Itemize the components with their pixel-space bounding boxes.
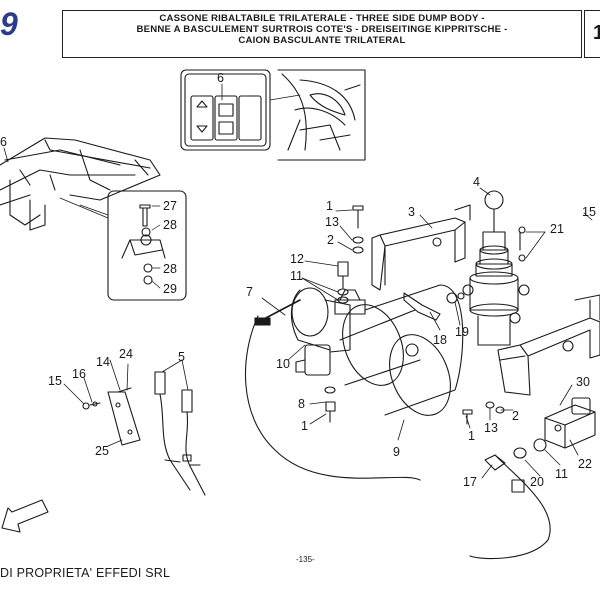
callout-5: 5 [178, 350, 185, 364]
cab-interior-inset [269, 69, 366, 161]
title-block: CASSONE RIBALTABILE TRILATERALE - THREE … [63, 11, 581, 46]
callout-14: 14 [96, 355, 110, 369]
callout-28-a: 28 [163, 218, 177, 232]
pump-tower [462, 190, 530, 346]
callout-30: 30 [576, 375, 590, 389]
callout-18: 18 [433, 333, 447, 347]
callout-10: 10 [276, 357, 290, 371]
callout-22: 22 [578, 457, 592, 471]
valve-22 [484, 397, 596, 493]
ownership-notice: DI PROPRIETA' EFFEDI SRL [0, 566, 171, 580]
callout-27: 27 [163, 199, 177, 213]
hydraulic-hose [245, 299, 551, 560]
plate-25 [82, 387, 141, 446]
callout-12: 12 [290, 252, 304, 266]
bolt-stack-bottom [324, 386, 505, 425]
callout-19: 19 [455, 325, 469, 339]
callout-3: 3 [408, 205, 415, 219]
callout-21: 21 [550, 222, 564, 236]
callout-8: 8 [298, 397, 305, 411]
callout-29: 29 [163, 282, 177, 296]
bracket-15 [497, 294, 600, 396]
motor-tank-assembly [290, 284, 464, 416]
title-box: CASSONE RIBALTABILE TRILATERALE - THREE … [62, 10, 582, 58]
callout-9: 9 [393, 445, 400, 459]
callout-24: 24 [119, 347, 133, 361]
callout-15-left: 15 [48, 374, 62, 388]
callout-1-b: 1 [301, 419, 308, 433]
control-panel-inset [180, 69, 271, 151]
callout-labels: 6 6 27 28 28 29 1 13 2 3 4 21 15 12 11 7… [0, 71, 596, 489]
callout-2-a: 2 [327, 233, 334, 247]
bracket-3 [371, 204, 471, 291]
callout-13-a: 13 [325, 215, 339, 229]
callout-25: 25 [95, 444, 109, 458]
callout-4: 4 [473, 175, 480, 189]
callout-11-b: 11 [555, 467, 568, 481]
page-tab: 1 [584, 10, 600, 58]
callout-28-b: 28 [163, 262, 177, 276]
section-number: 9 [0, 6, 18, 42]
callout-20: 20 [530, 475, 544, 489]
page-number: -135- [296, 555, 315, 564]
callout-17: 17 [463, 475, 477, 489]
callout-7: 7 [246, 285, 253, 299]
callout-11-a: 11 [290, 269, 303, 283]
clamp-18 [403, 292, 465, 321]
connector-cables [154, 371, 206, 496]
callout-13-b: 13 [484, 421, 498, 435]
direction-arrow [1, 499, 49, 533]
bolt-stack-top [337, 205, 364, 304]
title-line-2: BENNE A BASCULEMENT SURTROIS COTE'S - DR… [136, 24, 508, 35]
title-line-1: CASSONE RIBALTABILE TRILATERALE - THREE … [159, 13, 485, 24]
callout-15-right: 15 [582, 205, 596, 219]
hinge-detail-inset [79, 190, 187, 301]
callout-2-b: 2 [512, 409, 519, 423]
chassis-frame [0, 137, 161, 231]
title-line-3: CAION BASCULANTE TRILATERAL [238, 35, 406, 46]
callout-1-a: 1 [326, 199, 333, 213]
callout-6-top: 6 [217, 71, 224, 85]
callout-16: 16 [72, 367, 86, 381]
callout-1-c: 1 [468, 429, 475, 443]
callout-6-left: 6 [0, 135, 7, 149]
leader-lines [3, 83, 593, 479]
